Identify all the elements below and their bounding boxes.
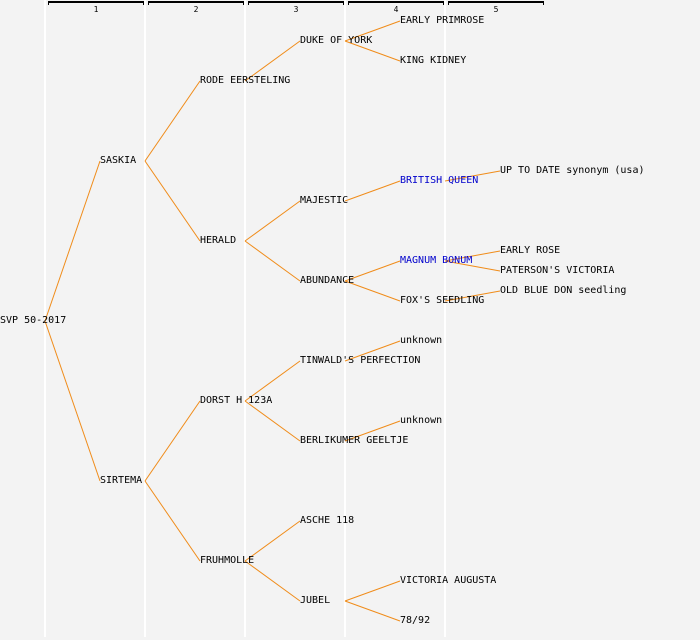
- connector-line: [444, 250, 501, 262]
- ancestor-node[interactable]: unknown: [400, 335, 443, 346]
- ancestor-node[interactable]: SASKIA: [100, 155, 137, 166]
- ancestor-node[interactable]: UP TO DATE synonym (usa): [500, 165, 645, 176]
- generation-number: 1: [93, 5, 99, 14]
- connector-line: [244, 400, 301, 442]
- ancestor-node[interactable]: MAJESTIC: [300, 195, 349, 206]
- ancestor-node[interactable]: VICTORIA AUGUSTA: [400, 575, 497, 586]
- generation-header-3: 3: [248, 1, 344, 14]
- ancestor-node[interactable]: DORST H 123A: [200, 395, 273, 406]
- ancestor-node[interactable]: JUBEL: [300, 595, 331, 606]
- ancestor-node[interactable]: FRUHMOLLE: [200, 555, 255, 566]
- generation-number: 2: [193, 5, 199, 14]
- connector-line: [44, 160, 101, 322]
- ancestor-node[interactable]: ASCHE 118: [300, 515, 355, 526]
- generation-header-5: 5: [448, 1, 544, 14]
- connector-line: [44, 320, 101, 482]
- ancestor-node[interactable]: KING KIDNEY: [400, 55, 467, 66]
- connector-line: [244, 200, 301, 242]
- connector-line: [344, 20, 401, 42]
- column-separator: [344, 0, 346, 637]
- connector-line: [344, 260, 401, 282]
- generation-header-2: 2: [148, 1, 244, 14]
- connector-line: [444, 260, 501, 272]
- connector-line: [344, 340, 401, 362]
- column-separator: [144, 0, 146, 637]
- connector-line: [344, 40, 401, 62]
- connector-line: [444, 170, 501, 182]
- generation-header-1: 1: [48, 1, 144, 14]
- ancestor-node[interactable]: HERALD: [200, 235, 237, 246]
- ancestor-node[interactable]: unknown: [400, 415, 443, 426]
- connector-line: [144, 400, 201, 482]
- connector-line: [244, 360, 301, 402]
- ancestor-node[interactable]: 78/92: [400, 615, 431, 626]
- connector-line: [244, 40, 301, 82]
- connector-line: [244, 520, 301, 562]
- ancestor-node[interactable]: FOX'S SEEDLING: [400, 295, 485, 306]
- connector-line: [344, 600, 401, 622]
- ancestor-node[interactable]: SIRTEMA: [100, 475, 143, 486]
- ancestor-node[interactable]: PATERSON'S VICTORIA: [500, 265, 615, 276]
- connector-line: [244, 240, 301, 282]
- connector-line: [244, 560, 301, 602]
- connector-line: [344, 280, 401, 302]
- generation-header-4: 4: [348, 1, 444, 14]
- ancestor-node[interactable]: ABUNDANCE: [300, 275, 355, 286]
- connector-line: [444, 290, 501, 302]
- column-separator: [44, 0, 46, 637]
- ancestor-node[interactable]: DUKE OF YORK: [300, 35, 373, 46]
- ancestor-node[interactable]: EARLY ROSE: [500, 245, 561, 256]
- generation-number: 4: [393, 5, 399, 14]
- connector-line: [344, 180, 401, 202]
- column-separator: [444, 0, 446, 637]
- column-separator: [244, 0, 246, 637]
- connector-line: [344, 420, 401, 442]
- ancestor-node[interactable]: BRITISH QUEEN: [400, 175, 479, 186]
- generation-number: 3: [293, 5, 299, 14]
- ancestor-node[interactable]: OLD BLUE DON seedling: [500, 285, 627, 296]
- ancestor-node[interactable]: TINWALD'S PERFECTION: [300, 355, 421, 366]
- ancestor-node[interactable]: MAGNUM BONUM: [400, 255, 473, 266]
- ancestor-node[interactable]: BERLIKUMER GEELTJE: [300, 435, 409, 446]
- ancestor-node[interactable]: EARLY PRIMROSE: [400, 15, 485, 26]
- connector-line: [144, 80, 201, 162]
- ancestor-node[interactable]: RODE EERSTELING: [200, 75, 291, 86]
- generation-number: 5: [493, 5, 499, 14]
- connector-line: [144, 160, 201, 242]
- connector-line: [144, 480, 201, 562]
- connector-line: [344, 580, 401, 602]
- root-node[interactable]: SVP 50-2017: [0, 315, 67, 326]
